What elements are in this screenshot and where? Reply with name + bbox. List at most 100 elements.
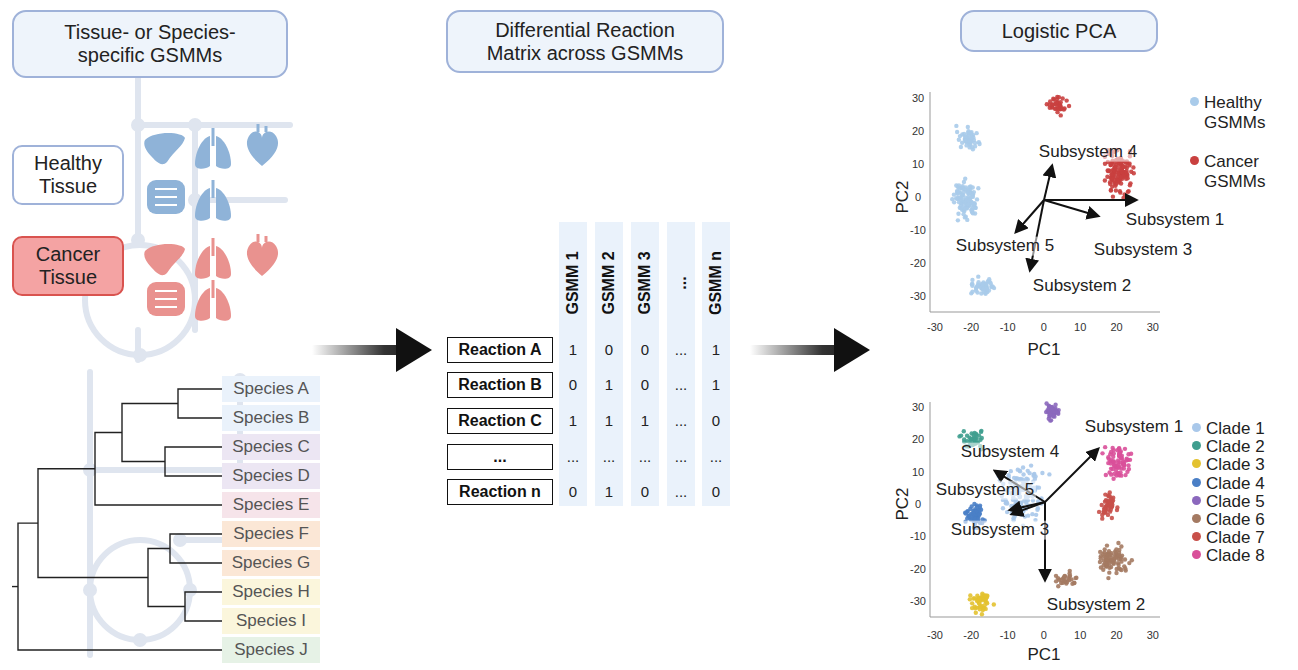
- tissue-box: Cancer Tissue: [12, 236, 124, 296]
- scatter-point: [1102, 507, 1106, 511]
- scatter-point: [1037, 485, 1041, 489]
- lung-lobe: [195, 288, 210, 321]
- species-box: Species F: [222, 521, 320, 547]
- subsystem-label: Subsystem 4: [959, 443, 1061, 462]
- species-box: Species B: [222, 405, 320, 431]
- scatter-point: [972, 502, 976, 506]
- liver-icon: [144, 244, 185, 275]
- node-text: Reaction n: [459, 483, 541, 501]
- scatter-point: [976, 186, 980, 190]
- legend-text: Clade 4: [1206, 474, 1265, 494]
- matrix-cell: ...: [675, 413, 688, 430]
- phylogenetic-tree: [12, 389, 222, 650]
- subsystem-label: Subsystem 3: [1092, 241, 1194, 260]
- axis-tick: 10: [1074, 629, 1086, 641]
- scatter-point: [1097, 510, 1101, 514]
- scatter-point: [1109, 556, 1113, 560]
- scatter-point: [1074, 576, 1078, 580]
- axis-tick: -20: [910, 257, 926, 269]
- scatter-point: [992, 602, 996, 606]
- matrix-cell: 1: [641, 413, 649, 430]
- axis-tick: 10: [912, 466, 924, 478]
- scatter-point: [1073, 576, 1077, 580]
- lungs-icon: [195, 238, 231, 279]
- matrix-cell: ...: [567, 449, 580, 466]
- scatter-point: [955, 130, 959, 134]
- axis-title: PC1: [1027, 341, 1060, 360]
- species-box: Species E: [222, 492, 320, 518]
- network-dot: [188, 118, 202, 132]
- tree-branch: [165, 447, 222, 476]
- scatter-point: [1123, 473, 1127, 477]
- scatter-point: [977, 142, 981, 146]
- axis-tick: -30: [910, 595, 926, 607]
- tree-branch: [170, 534, 222, 563]
- axis-tick: 10: [1074, 321, 1086, 333]
- scatter-point: [954, 196, 958, 200]
- scatter-point: [978, 438, 982, 442]
- scatter-point: [970, 606, 974, 610]
- intestine-icon: [147, 180, 185, 214]
- scatter-point: [1112, 464, 1116, 468]
- legend-swatch: [1190, 97, 1199, 106]
- species-box: Species G: [222, 550, 320, 576]
- scatter-point: [965, 188, 969, 192]
- subsystem-label: Subsystem 1: [1124, 211, 1226, 230]
- scatter-point: [1021, 465, 1025, 469]
- scatter-point: [971, 211, 975, 215]
- network-dot: [133, 348, 147, 362]
- scatter-point: [976, 274, 980, 278]
- column-header: Logistic PCA: [960, 10, 1158, 52]
- reaction-row-box: Reaction n: [447, 479, 553, 505]
- legend-text: Clade 3: [1206, 455, 1265, 475]
- node-text: Species H: [232, 582, 309, 602]
- matrix-column-band: [595, 222, 623, 506]
- scatter-point: [1131, 165, 1135, 169]
- network-dot: [131, 118, 145, 132]
- scatter-point: [1112, 562, 1116, 566]
- matrix-column-header: ...: [672, 276, 690, 289]
- scatter-point: [1126, 189, 1130, 193]
- legend-entry: Cancer GSMMs: [1190, 152, 1294, 191]
- matrix-cell: 1: [569, 342, 577, 359]
- node-text: Reaction C: [458, 412, 542, 430]
- scatter-point: [1118, 470, 1122, 474]
- matrix-cell: 0: [569, 377, 577, 394]
- matrix-cell: 0: [641, 377, 649, 394]
- scatter-point: [987, 280, 991, 284]
- node-text: Species D: [232, 466, 309, 486]
- tree-branch: [95, 433, 222, 506]
- scatter-point: [1056, 107, 1060, 111]
- axis-title: PC2: [894, 487, 913, 520]
- scatter-point: [980, 282, 984, 286]
- tissue-box: Healthy Tissue: [12, 145, 124, 205]
- flow-arrow-head: [834, 328, 870, 372]
- scatter-point: [1109, 508, 1113, 512]
- node-text: Species G: [232, 553, 310, 573]
- scatter-point: [1116, 458, 1120, 462]
- legend-swatch: [1192, 514, 1201, 523]
- scatter-point: [977, 605, 981, 609]
- network-line: [135, 78, 141, 125]
- scatter-point: [971, 596, 975, 600]
- scatter-point: [1116, 463, 1120, 467]
- flow-arrow-shaft: [312, 345, 400, 355]
- axis-tick: -30: [927, 629, 943, 641]
- scatter-point: [1026, 513, 1030, 517]
- matrix-cell: 0: [569, 484, 577, 501]
- scatter-point: [1106, 576, 1110, 580]
- subsystem-label: Subsystem 2: [1045, 596, 1147, 615]
- scatter-point: [1034, 513, 1038, 517]
- heart-body: [247, 242, 278, 276]
- scatter-point: [1124, 457, 1128, 461]
- scatter-point: [980, 612, 984, 616]
- node-text: Species B: [233, 408, 310, 428]
- scatter-point: [1112, 459, 1116, 463]
- lungs-icon: [195, 128, 231, 169]
- scatter-point: [1024, 501, 1028, 505]
- lung-lobe: [216, 136, 231, 169]
- scatter-point: [1122, 466, 1126, 470]
- legend-swatch: [1190, 156, 1199, 165]
- matrix-cell: ...: [675, 449, 688, 466]
- scatter-point: [1111, 194, 1115, 198]
